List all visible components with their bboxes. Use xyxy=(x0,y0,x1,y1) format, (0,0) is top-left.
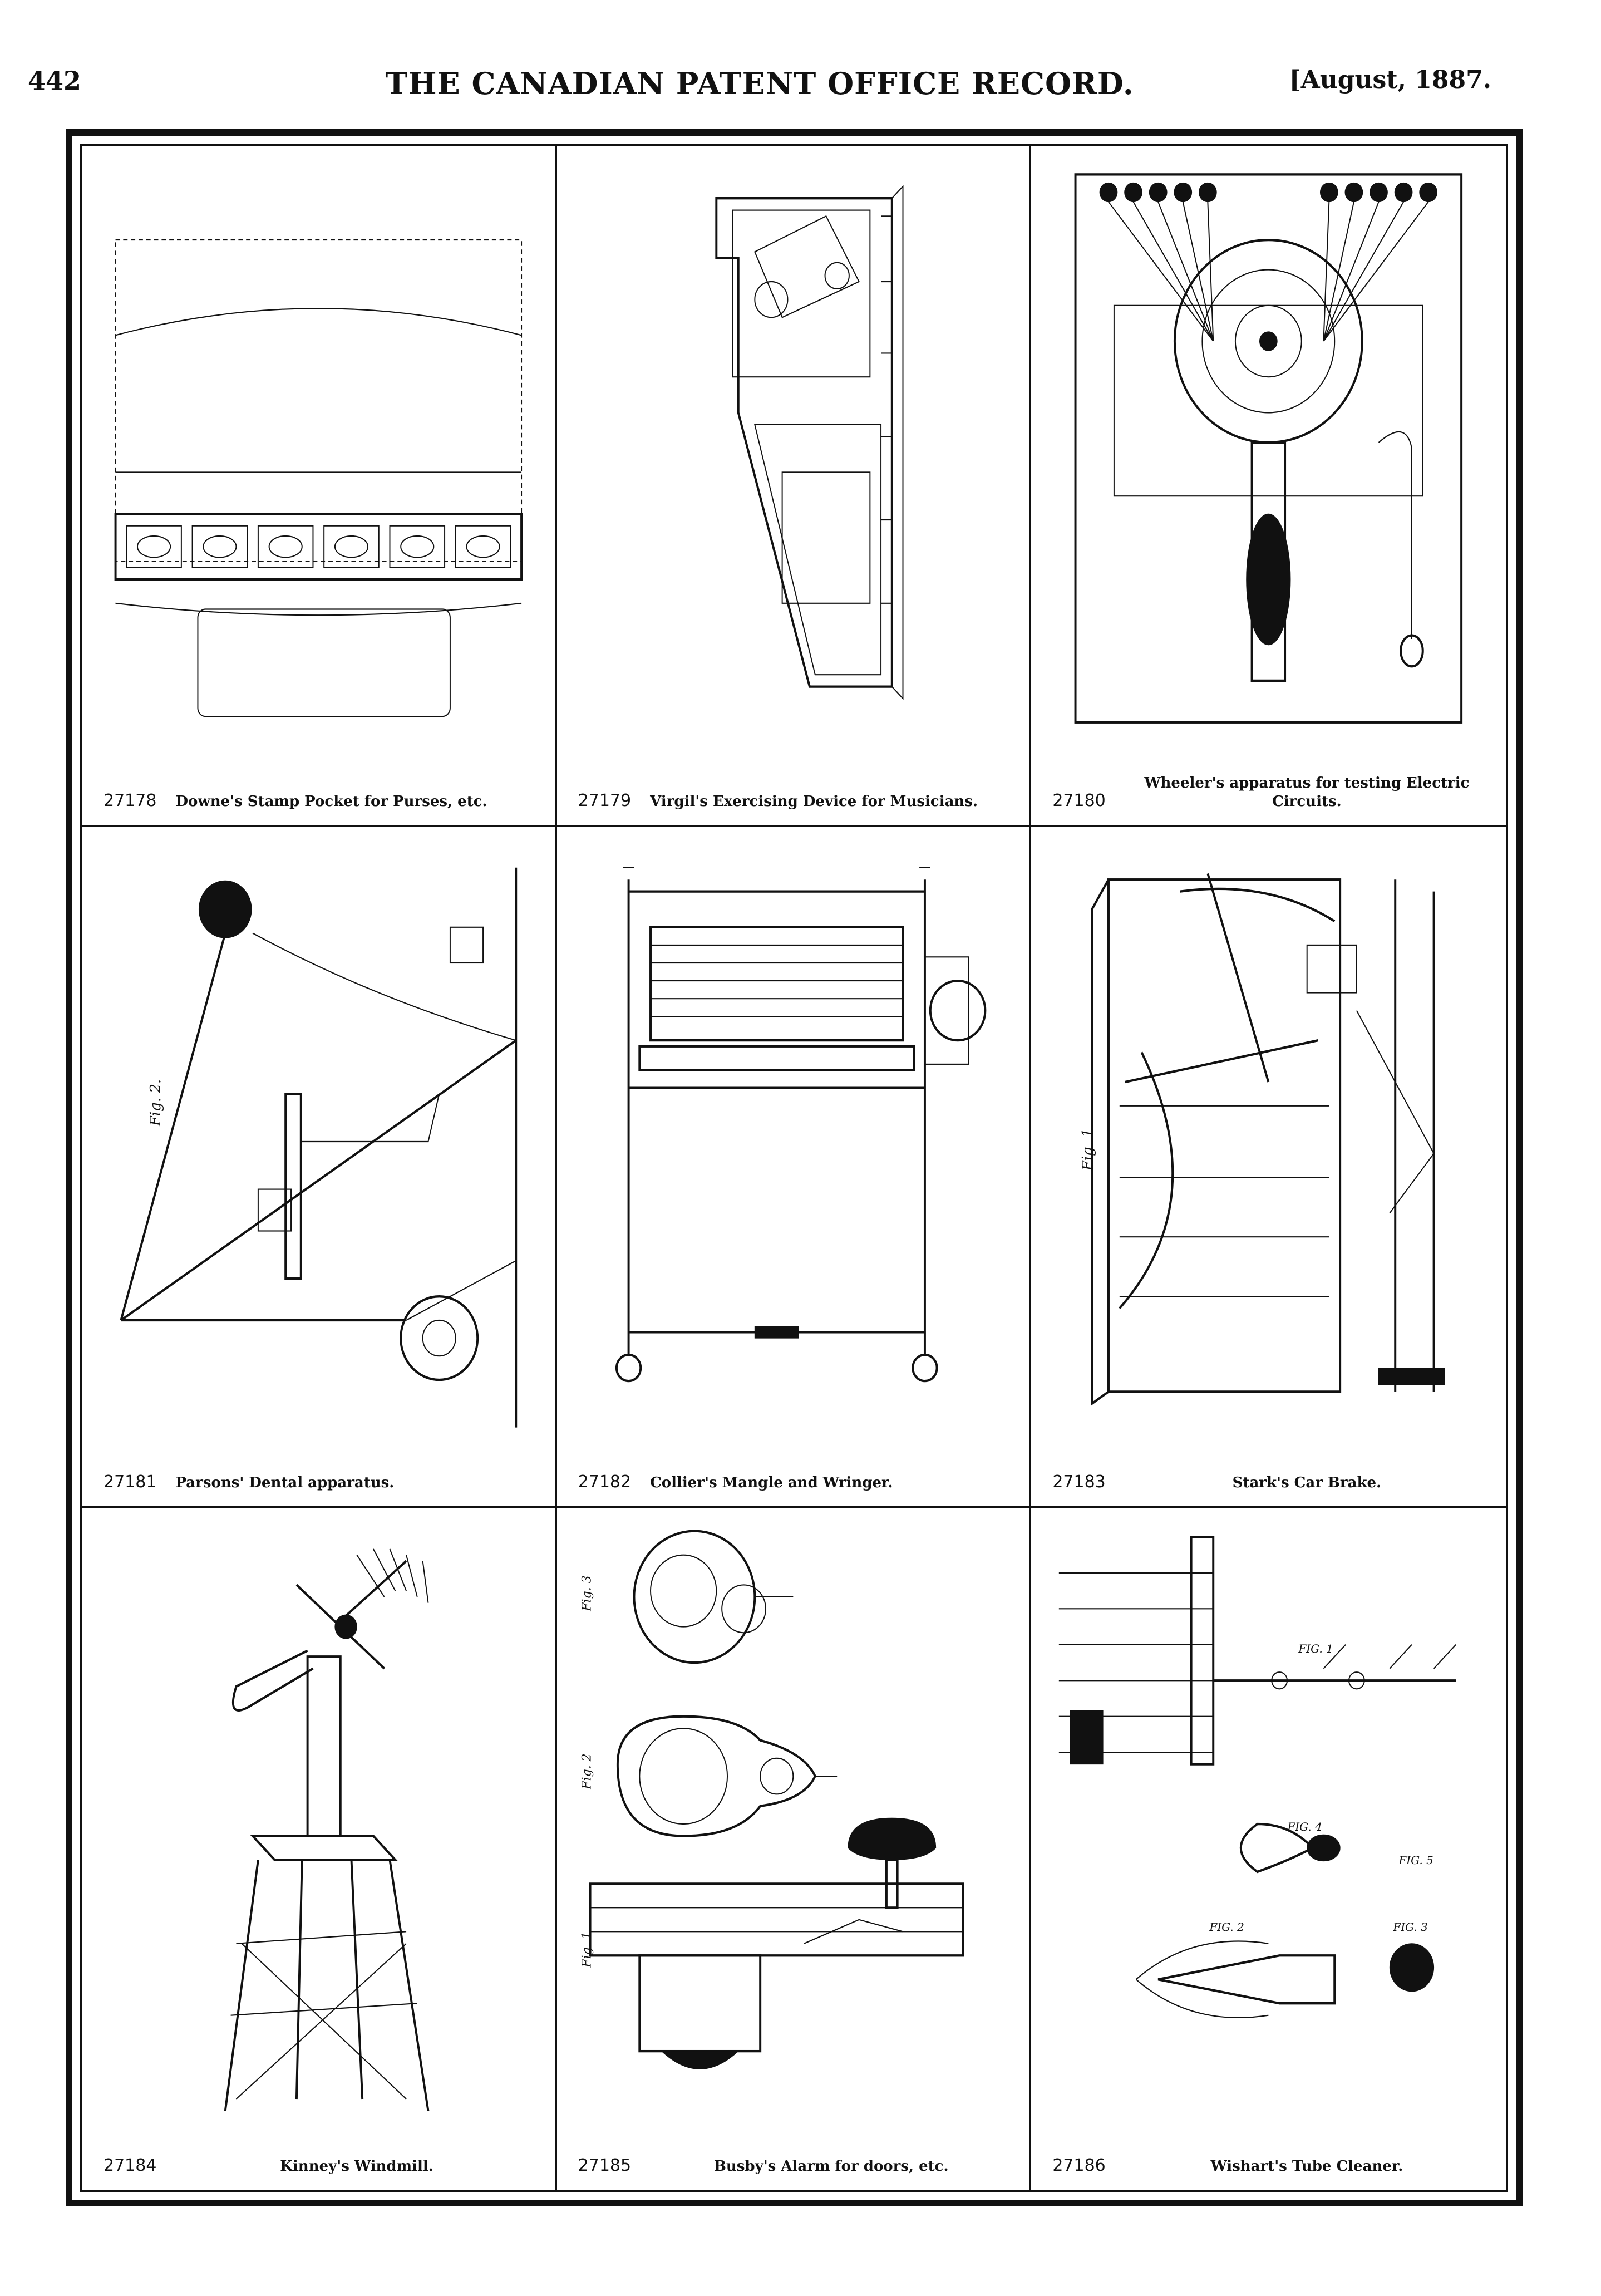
circuit-tester-drawing xyxy=(1048,163,1489,758)
patent-caption: 27179 Virgil's Exercising Device for Mus… xyxy=(578,766,1013,810)
figure-label: Fig. 3 xyxy=(580,1575,594,1611)
patent-title: Collier's Mangle and Wringer. xyxy=(650,1474,893,1491)
patent-caption: 27178 Downe's Stamp Pocket for Purses, e… xyxy=(104,766,538,810)
patent-caption: 27182 Collier's Mangle and Wringer. xyxy=(578,1447,1013,1492)
patent-number: 27178 xyxy=(104,791,157,810)
patent-cell: 27181 Parsons' Dental apparatus. Fig. 2. xyxy=(82,827,557,1508)
patent-cell: 27179 Virgil's Exercising Device for Mus… xyxy=(556,146,1032,827)
tube-cleaner-drawing xyxy=(1048,1525,1489,2123)
patent-cell: 27182 Collier's Mangle and Wringer. xyxy=(556,827,1032,1508)
figure-label: FIG. 2 xyxy=(1209,1920,1244,1934)
figure-label: Fig. 1. xyxy=(1080,1123,1097,1171)
patent-cell: 27180 Wheeler's apparatus for testing El… xyxy=(1031,146,1506,827)
patent-caption: 27184 Kinney's Windmill. xyxy=(104,2131,538,2175)
patent-title: Wheeler's apparatus for testing Electric… xyxy=(1144,775,1470,810)
patent-number: 27181 xyxy=(104,1472,157,1492)
patent-number: 27184 xyxy=(104,2156,157,2175)
patent-cell: 27186 Wishart's Tube Cleaner. FIG. 1 FIG… xyxy=(1031,1508,1506,2190)
patent-title: Stark's Car Brake. xyxy=(1232,1474,1382,1491)
patent-title: Kinney's Windmill. xyxy=(280,2157,433,2175)
patent-caption: 27180 Wheeler's apparatus for testing El… xyxy=(1052,766,1489,810)
patent-title: Parsons' Dental apparatus. xyxy=(175,1474,395,1491)
page-number: 442 xyxy=(28,66,82,96)
plate-frame: 27178 Downe's Stamp Pocket for Purses, e… xyxy=(66,129,1523,2206)
patent-caption: 27185 Busby's Alarm for doors, etc. xyxy=(578,2131,1013,2175)
page-header: 442 THE CANADIAN PATENT OFFICE RECORD. [… xyxy=(28,66,1491,110)
figure-label: FIG. 5 xyxy=(1398,1853,1433,1867)
patent-title: Virgil's Exercising Device for Musicians… xyxy=(650,793,978,810)
figure-label: Fig. 1 xyxy=(580,1931,594,1968)
plate-inner-frame: 27178 Downe's Stamp Pocket for Purses, e… xyxy=(80,144,1508,2192)
patent-caption: 27181 Parsons' Dental apparatus. xyxy=(104,1447,538,1492)
dental-apparatus-drawing xyxy=(99,844,538,1439)
patent-cell: 27185 Busby's Alarm for doors, etc. Fig.… xyxy=(557,1508,1032,2190)
car-brake-drawing xyxy=(1048,844,1489,1439)
journal-title: THE CANADIAN PATENT OFFICE RECORD. xyxy=(385,66,1134,101)
patent-cell: 27183 Stark's Car Brake. Fig. 1. xyxy=(1031,827,1506,1508)
windmill-drawing xyxy=(99,1525,538,2123)
patent-grid: 27178 Downe's Stamp Pocket for Purses, e… xyxy=(82,146,1506,2190)
patent-number: 27185 xyxy=(578,2156,632,2175)
figure-label: FIG. 4 xyxy=(1287,1820,1322,1833)
patent-title: Wishart's Tube Cleaner. xyxy=(1210,2157,1403,2175)
patent-title: Downe's Stamp Pocket for Purses, etc. xyxy=(175,793,487,810)
patent-cell: 27178 Downe's Stamp Pocket for Purses, e… xyxy=(82,146,557,827)
figure-label: FIG. 3 xyxy=(1393,1920,1428,1934)
issue-date: [August, 1887. xyxy=(1289,66,1491,94)
figure-label: Fig. 2. xyxy=(147,1079,165,1127)
door-alarm-drawing xyxy=(574,1525,1013,2123)
patent-cell: 27184 Kinney's Windmill. xyxy=(82,1508,557,2190)
patent-number: 27182 xyxy=(578,1472,632,1492)
stamp-pocket-drawing xyxy=(99,163,538,758)
figure-label: FIG. 1 xyxy=(1298,1642,1333,1655)
patent-number: 27179 xyxy=(578,791,632,810)
figure-label: Fig. 2 xyxy=(580,1753,594,1789)
patent-title: Busby's Alarm for doors, etc. xyxy=(713,2157,949,2175)
patent-number: 27186 xyxy=(1052,2156,1106,2175)
patent-number: 27180 xyxy=(1052,791,1106,810)
mangle-wringer-drawing xyxy=(574,844,1013,1439)
patent-caption: 27186 Wishart's Tube Cleaner. xyxy=(1052,2131,1489,2175)
patent-caption: 27183 Stark's Car Brake. xyxy=(1052,1447,1489,1492)
exercising-device-drawing xyxy=(574,163,1013,758)
patent-number: 27183 xyxy=(1052,1472,1106,1492)
